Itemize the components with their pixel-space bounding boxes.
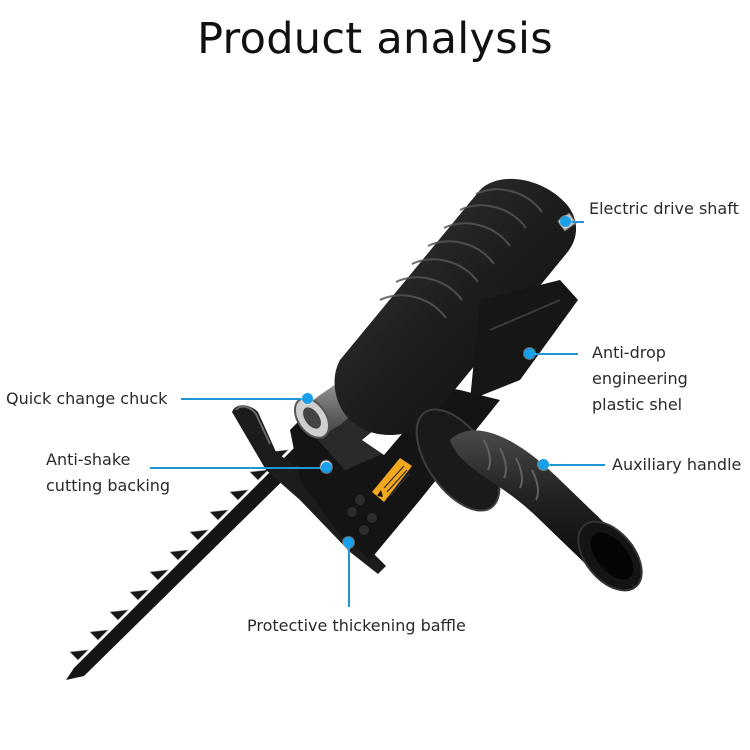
callout-dot-anti-shake [321, 462, 332, 473]
label-anti-drop-shell: Anti-drop engineering plastic shel [592, 340, 688, 418]
motor-housing [334, 178, 578, 436]
label-line: plastic shel [592, 395, 683, 414]
warning-sticker [372, 458, 412, 502]
callout-dot-anti-drop [524, 348, 535, 359]
callout-line-drive-shaft [568, 221, 584, 223]
label-line: Electric drive shaft [589, 199, 739, 218]
callout-dot-drive-shaft [560, 216, 571, 227]
label-line: Anti-drop [592, 343, 666, 362]
label-line: cutting backing [46, 476, 171, 495]
callout-line-anti-shake [150, 467, 326, 469]
label-electric-drive-shaft: Electric drive shaft [589, 196, 739, 222]
label-line: Quick change chuck [6, 389, 168, 408]
callout-dot-baffle [343, 537, 354, 548]
auxiliary-handle [415, 408, 643, 592]
label-line: Protective thickening baffle [247, 616, 466, 635]
label-protective-baffle: Protective thickening baffle [247, 613, 466, 639]
callout-line-anti-drop [530, 353, 578, 355]
callout-line-quick-chuck [181, 398, 307, 400]
callout-dot-aux-handle [538, 459, 549, 470]
label-line: Anti-shake [46, 450, 131, 469]
callout-line-baffle [348, 543, 350, 607]
label-anti-shake-backing: Anti-shake cutting backing [46, 447, 170, 499]
label-line: engineering [592, 369, 688, 388]
callout-dot-quick-chuck [302, 393, 313, 404]
label-auxiliary-handle: Auxiliary handle [612, 452, 741, 478]
label-line: Auxiliary handle [612, 455, 742, 474]
label-quick-change-chuck: Quick change chuck [6, 386, 167, 412]
callout-line-aux-handle [543, 464, 605, 466]
page-title: Product analysis [197, 14, 553, 64]
